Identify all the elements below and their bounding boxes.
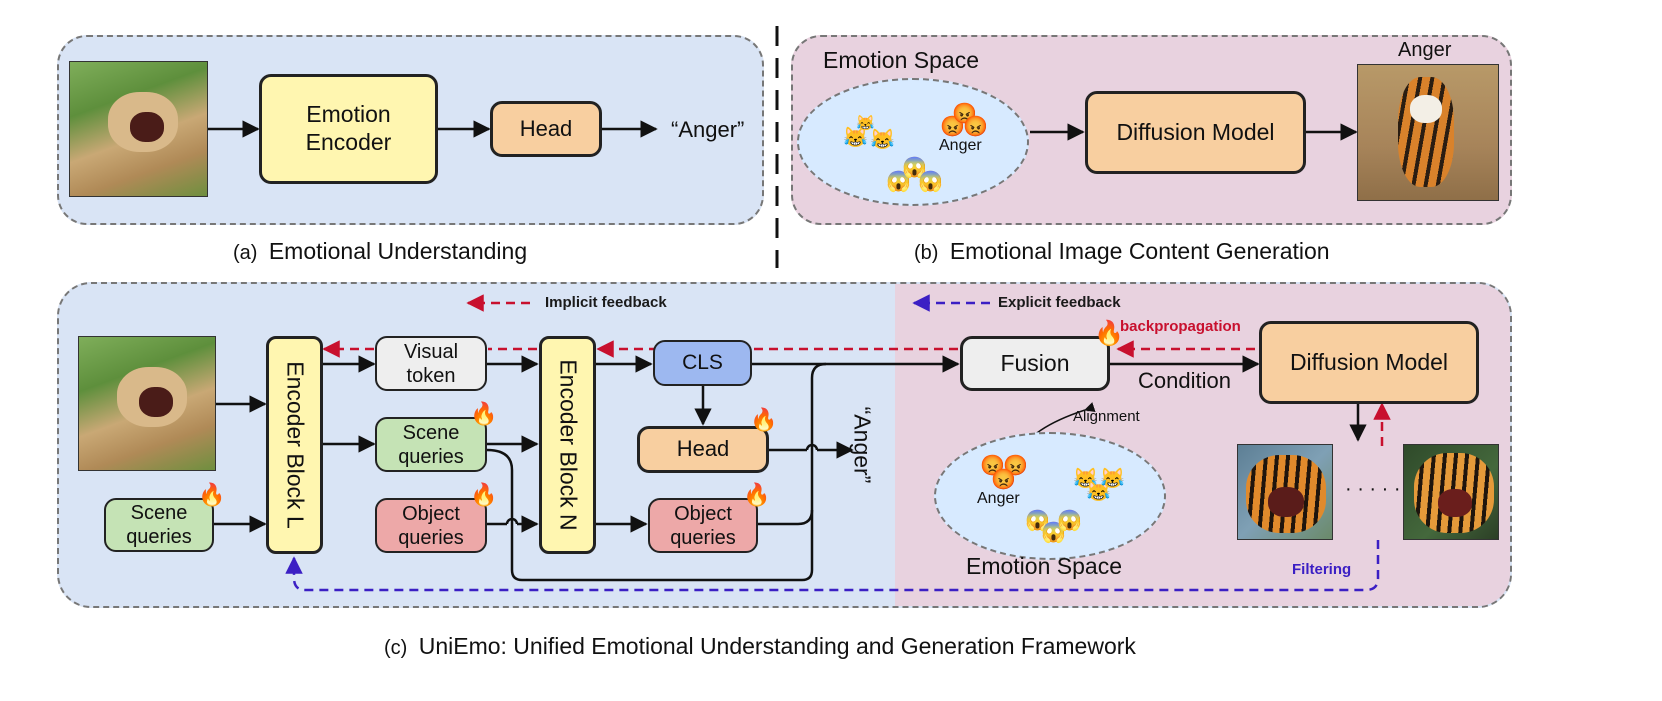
scene-queries-mid: Scene queries (375, 417, 487, 472)
flame-icon: 🔥 (198, 482, 226, 507)
generated-tiger-image-1 (1237, 444, 1333, 540)
encoder-block-l-label: Encoder Block L (282, 361, 308, 529)
angry-face-icon: 😡 (952, 103, 977, 125)
lioness-image (69, 61, 208, 197)
amused-face-icon: 😹 (1100, 468, 1125, 490)
fearful-face-icon: 😱 (1041, 522, 1066, 544)
flame-icon: 🔥 (750, 407, 778, 432)
encoder-block-n-label: Encoder Block N (555, 359, 581, 531)
ellipsis-dots: · · · · · (1345, 478, 1401, 500)
fearful-face-icon: 😱 (902, 157, 927, 179)
object-queries-mid: Object queries (375, 498, 487, 553)
fearful-face-icon: 😱 (918, 171, 943, 193)
fearful-face-icon: 😱 (1025, 510, 1050, 532)
flame-icon: 🔥 (470, 401, 498, 426)
flame-icon: 🔥 (1094, 320, 1124, 347)
tiger-image (1357, 64, 1499, 201)
flame-icon: 🔥 (470, 482, 498, 507)
amused-face-icon: 😹 (856, 115, 875, 132)
encoder-block-l: Encoder Block L (266, 336, 323, 554)
implicit-feedback-label: Implicit feedback (545, 294, 667, 311)
caption-c-text: UniEmo: Unified Emotional Understanding … (418, 633, 1136, 659)
fusion-box: Fusion (960, 336, 1110, 391)
amused-face-icon: 😹 (1086, 481, 1111, 503)
emotion-space-title: Emotion Space (823, 47, 979, 73)
cls-box: CLS (653, 340, 752, 386)
amused-face-icon: 😹 (870, 129, 895, 151)
angry-face-icon: 😡 (940, 116, 965, 138)
caption-b-prefix: (b) (914, 242, 939, 264)
caption-b: (b) Emotional Image Content Generation (914, 238, 1330, 265)
angry-face-icon: 😡 (963, 116, 988, 138)
caption-c-prefix: (c) (384, 637, 408, 659)
emotion-space-title-c: Emotion Space (966, 553, 1122, 579)
head-box: Head (490, 101, 602, 157)
caption-c: (c) UniEmo: Unified Emotional Understand… (384, 633, 1136, 660)
emotion-encoder: Emotion Encoder (259, 74, 438, 184)
caption-a-text: Emotional Understanding (268, 238, 528, 264)
angry-face-icon: 😡 (1003, 455, 1028, 477)
backpropagation-label: backpropagation (1120, 318, 1241, 335)
fearful-face-icon: 😱 (886, 171, 911, 193)
head-box-c: Head (637, 426, 769, 473)
space-anger-label-c: Anger (977, 490, 1020, 507)
condition-label: Condition (1138, 368, 1231, 393)
flame-icon: 🔥 (743, 482, 771, 507)
explicit-feedback-label: Explicit feedback (998, 294, 1121, 311)
caption-a: (a) Emotional Understanding (233, 238, 527, 265)
anger-output-c: “Anger” (849, 406, 876, 484)
generated-tiger-image-2 (1403, 444, 1499, 540)
lioness-image-c (78, 336, 216, 471)
diffusion-model-box-c: Diffusion Model (1259, 321, 1479, 404)
emotion-space-ellipse-c (934, 432, 1166, 560)
encoder-block-n: Encoder Block N (539, 336, 596, 554)
caption-b-text: Emotional Image Content Generation (949, 238, 1330, 264)
visual-token-box: Visual token (375, 336, 487, 391)
amused-face-icon: 😹 (843, 127, 868, 149)
scene-queries-left: Scene queries (104, 498, 214, 552)
angry-face-icon: 😡 (991, 469, 1016, 491)
output-anger: “Anger” (671, 117, 745, 142)
object-queries-right: Object queries (648, 498, 758, 553)
fearful-face-icon: 😱 (1057, 510, 1082, 532)
caption-a-prefix: (a) (233, 242, 258, 264)
filtering-label: Filtering (1292, 561, 1352, 578)
amused-face-icon: 😹 (1073, 468, 1098, 490)
generated-image-label: Anger (1398, 39, 1452, 61)
alignment-label: Alignment (1073, 408, 1140, 425)
angry-face-icon: 😡 (980, 455, 1005, 477)
section-divider (775, 26, 779, 268)
diffusion-model-box: Diffusion Model (1085, 91, 1306, 174)
space-anger-label: Anger (939, 137, 982, 154)
emotion-space-ellipse (797, 78, 1029, 206)
